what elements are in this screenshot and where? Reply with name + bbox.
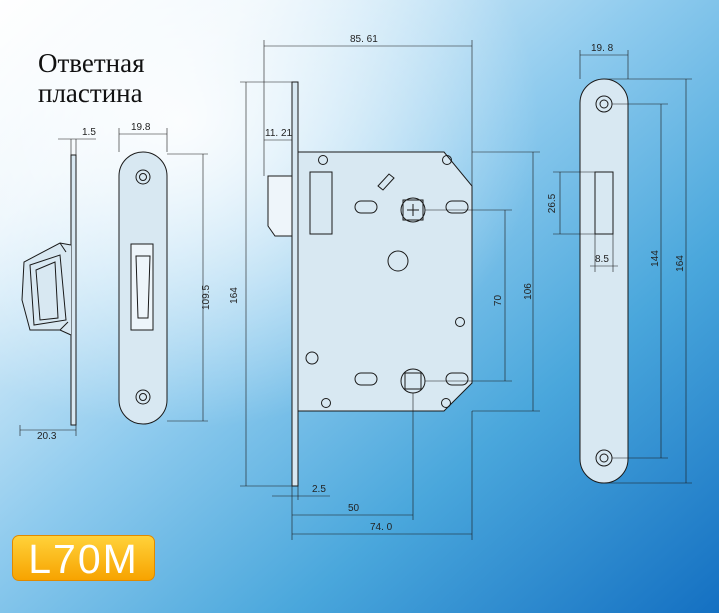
strike-front-dim-lines <box>118 128 208 422</box>
strike-front-view <box>118 151 168 425</box>
dim-lock-85-61: 85. 61 <box>350 34 378 45</box>
dim-face-164: 164 <box>674 255 686 272</box>
faceplate-dim-lines <box>553 50 692 484</box>
dim-face-26-5: 26.5 <box>547 193 559 214</box>
title-line-1: Ответная <box>38 48 145 78</box>
dim-lock-106: 106 <box>522 283 534 300</box>
model-badge: L70M <box>12 535 155 581</box>
dim-strike-109-5: 109.5 <box>201 284 213 311</box>
title-line-2: пластина <box>38 78 143 108</box>
dim-face-19-8: 19. 8 <box>591 43 614 54</box>
dim-lock-164: 164 <box>228 287 240 304</box>
dim-lock-74-0: 74. 0 <box>370 522 393 533</box>
dim-strike-20-3: 20.3 <box>37 431 57 442</box>
strike-side-dim-lines <box>19 138 96 436</box>
lock-body <box>267 81 473 487</box>
faceplate-view <box>579 78 629 484</box>
lock-dim-lines <box>240 40 540 540</box>
dim-lock-50: 50 <box>348 503 360 514</box>
dim-lock-2-5: 2.5 <box>312 484 326 495</box>
dim-face-8-5: 8.5 <box>595 254 609 265</box>
dim-strike-1-5: 1.5 <box>82 127 96 138</box>
dim-lock-11-21: 11. 21 <box>265 128 293 139</box>
dim-strike-19-8: 19.8 <box>131 122 151 133</box>
strike-side-view <box>21 154 77 426</box>
model-label: L70M <box>28 536 139 582</box>
dim-face-144: 144 <box>649 250 661 267</box>
dim-lock-70: 70 <box>493 294 505 307</box>
